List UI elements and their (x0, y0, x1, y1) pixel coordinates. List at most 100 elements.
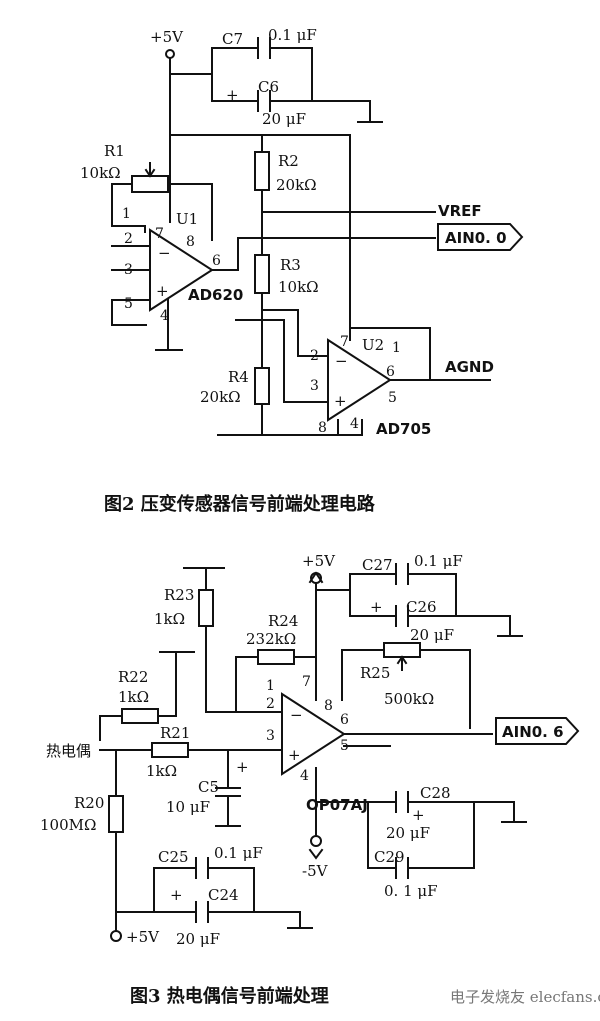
fig3-neg-supply-arrow (308, 848, 324, 860)
fig2-u2-pin8: 8 (318, 420, 327, 436)
fig2-c6-capacitor (211, 90, 383, 123)
fig3-c29-label: C29 (374, 848, 405, 866)
fig2-u2-pin7: 7 (340, 334, 349, 350)
fig2-u2-pin4: 4 (350, 416, 359, 432)
fig2-r3-resistor (254, 254, 270, 294)
fig3-c28-value: 20 μF (386, 824, 430, 842)
fig3-neg-supply-label: -5V (302, 862, 329, 880)
fig3-r23-resistor (198, 589, 214, 627)
fig3-c26-plus: + (370, 598, 383, 616)
fig3-r23-value: 1kΩ (154, 610, 185, 628)
fig2-u1-pin2: 2 (124, 231, 133, 247)
fig3-pin8: 8 (324, 698, 333, 714)
fig3-caption: 图3 热电偶信号前端处理 (130, 985, 329, 1007)
fig3-r22-resistor (121, 708, 159, 724)
fig2-c7-value: 0.1 μF (268, 26, 317, 44)
fig2-r1-label: R1 (104, 142, 125, 160)
fig2-supply-terminal (165, 49, 175, 59)
fig2-r4-value: 20kΩ (200, 388, 241, 406)
fig2-supply-label: +5V (150, 28, 184, 46)
fig2-u2-pin5: 5 (388, 390, 397, 406)
fig3-c5-plus: + (236, 758, 249, 776)
fig2-u2-label: U2 (362, 336, 384, 354)
figure-3-thermocouple-circuit: +5V C27 0.1 μF + C26 20 μF R23 1kΩ R24 2… (40, 552, 600, 1007)
fig2-ain0-label: AIN0. 0 (445, 229, 507, 247)
fig3-r22-value: 1kΩ (118, 688, 149, 706)
fig3-pin1: 1 (266, 678, 275, 694)
figure-2-strain-gauge-circuit: +5V C7 0.1 μF + C6 20 μF R2 20kΩ VREF R3… (80, 26, 524, 515)
fig3-ain6-label: AIN0. 6 (502, 723, 564, 741)
fig2-c6-value: 20 μF (262, 110, 306, 128)
fig2-u1-ground (155, 299, 183, 351)
fig3-op-plus: + (288, 746, 301, 764)
fig2-r2-value: 20kΩ (276, 176, 317, 194)
fig2-u1-pin6: 6 (212, 253, 221, 269)
fig3-r20-resistor (108, 795, 124, 833)
fig2-u2-part: AD705 (376, 420, 431, 438)
fig3-op-minus: − (290, 706, 303, 724)
fig2-u1-pin1: 1 (122, 206, 131, 222)
fig2-u1-pin5: 5 (124, 296, 133, 312)
fig2-u1-minus: − (158, 244, 171, 262)
fig3-r21-resistor (151, 742, 189, 758)
fig3-c24-plus: + (170, 886, 183, 904)
fig2-u2-opamp (327, 338, 392, 422)
fig3-r25-label: R25 (360, 664, 390, 682)
fig3-c5-value: 10 μF (166, 798, 210, 816)
fig3-pos-supply-label: +5V (302, 552, 336, 570)
fig2-c7-label: C7 (222, 30, 243, 48)
fig3-c27-value: 0.1 μF (414, 552, 463, 570)
fig3-r20-label: R20 (74, 794, 104, 812)
fig3-c5-capacitor (215, 749, 241, 827)
fig3-c25-label: C25 (158, 848, 189, 866)
fig2-r1-potentiometer (131, 175, 169, 193)
fig3-r20-value: 100MΩ (40, 816, 96, 834)
fig2-c6-label: C6 (258, 78, 279, 96)
fig2-agnd-label: AGND (445, 358, 494, 376)
fig2-u1-pin7: 7 (155, 226, 164, 242)
fig3-pin6: 6 (340, 712, 349, 728)
fig2-u1-pin4: 4 (160, 308, 169, 324)
fig3-bottom-supply-label: +5V (126, 928, 160, 946)
fig3-c25-value: 0.1 μF (214, 844, 263, 862)
fig3-c28-plus: + (412, 806, 425, 824)
fig3-neg-supply-terminal (310, 835, 322, 847)
fig2-u2-pin6: 6 (386, 364, 395, 380)
fig3-c26-capacitor (349, 605, 523, 637)
fig3-op07-opamp (281, 692, 346, 776)
fig3-r22-label: R22 (118, 668, 148, 686)
fig2-r3-value: 10kΩ (278, 278, 319, 296)
fig2-ain0-port (437, 223, 524, 251)
fig2-u1-plus: + (156, 282, 169, 300)
fig2-u2-pin3: 3 (310, 378, 319, 394)
fig3-op-part: OP07AJ (306, 796, 368, 814)
fig2-r4-label: R4 (228, 368, 249, 386)
fig3-pin3: 3 (266, 728, 275, 744)
fig2-r2-resistor (254, 151, 270, 191)
fig2-vref-label: VREF (438, 202, 482, 220)
fig3-thermocouple-label: 热电偶 (46, 742, 91, 760)
fig3-r24-resistor (257, 649, 295, 665)
watermark: 电子发烧友 elecfans.com (450, 988, 600, 1006)
fig3-pin7: 7 (302, 674, 311, 690)
fig3-pin2: 2 (266, 696, 275, 712)
fig2-ain0-line (211, 237, 436, 271)
fig3-c25-capacitor (153, 857, 255, 913)
fig3-r24-label: R24 (268, 612, 298, 630)
fig3-pin4: 4 (300, 768, 309, 784)
fig2-r1-value: 10kΩ (80, 164, 121, 182)
fig3-r21-label: R21 (160, 724, 190, 742)
fig3-c28-capacitor (315, 791, 527, 823)
fig2-u1-part: AD620 (188, 286, 243, 304)
fig3-c27-capacitor (349, 563, 457, 617)
fig3-c26-label: C26 (406, 598, 437, 616)
fig3-r21-value: 1kΩ (146, 762, 177, 780)
fig2-ground-line (217, 419, 363, 436)
fig2-u2-pin2: 2 (310, 348, 319, 364)
fig3-c24-value: 20 μF (176, 930, 220, 948)
fig3-r25-potentiometer (383, 642, 421, 658)
fig3-c24-capacitor (115, 901, 313, 929)
fig2-caption: 图2 压变传感器信号前端处理电路 (104, 493, 376, 515)
fig3-ain6-port (495, 717, 580, 745)
